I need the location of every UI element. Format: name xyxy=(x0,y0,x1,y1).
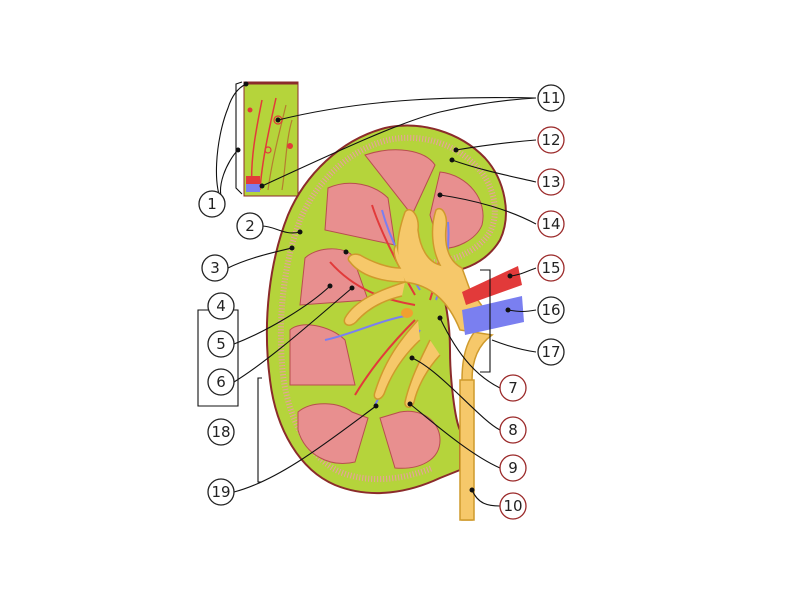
callout-label-7: 7 xyxy=(508,379,518,397)
callout-17: 17 xyxy=(537,338,565,366)
callout-label-17: 17 xyxy=(541,343,560,361)
callout-label-1: 1 xyxy=(207,195,217,213)
callout-label-15: 15 xyxy=(541,259,560,277)
callout-9: 9 xyxy=(499,454,527,482)
callout-label-11: 11 xyxy=(541,89,560,107)
leader-dots xyxy=(235,81,513,493)
callout-label-16: 16 xyxy=(541,301,560,319)
callout-1: 1 xyxy=(198,190,226,218)
renal-artery xyxy=(462,266,522,305)
callout-label-9: 9 xyxy=(508,459,518,477)
nephron-inset xyxy=(243,81,299,197)
callout-8: 8 xyxy=(499,416,527,444)
callout-label-19: 19 xyxy=(211,483,230,501)
ureter xyxy=(459,379,475,521)
callout-6: 6 xyxy=(207,368,235,396)
callout-2: 2 xyxy=(236,212,264,240)
callout-label-18: 18 xyxy=(211,423,230,441)
callout-label-2: 2 xyxy=(245,217,255,235)
callout-5: 5 xyxy=(207,330,235,358)
callout-3: 3 xyxy=(201,254,229,282)
callout-label-12: 12 xyxy=(541,131,560,149)
callout-label-3: 3 xyxy=(210,259,220,277)
callout-label-4: 4 xyxy=(216,297,226,315)
callout-4: 4 xyxy=(207,292,235,320)
callout-label-5: 5 xyxy=(216,335,226,353)
callout-label-10: 10 xyxy=(503,497,522,515)
callout-14: 14 xyxy=(537,210,565,238)
callout-19: 19 xyxy=(207,478,235,506)
callout-7: 7 xyxy=(499,374,527,402)
callout-label-8: 8 xyxy=(508,421,518,439)
callout-11: 11 xyxy=(537,84,565,112)
callout-16: 16 xyxy=(537,296,565,324)
callout-label-6: 6 xyxy=(216,373,226,391)
callout-label-13: 13 xyxy=(541,173,560,191)
renal-vein xyxy=(462,296,524,335)
callout-18: 18 xyxy=(207,418,235,446)
leader-lines xyxy=(215,83,537,507)
kidney xyxy=(265,124,524,521)
callout-15: 15 xyxy=(537,254,565,282)
callout-13: 13 xyxy=(537,168,565,196)
callout-12: 12 xyxy=(537,126,565,154)
callout-10: 10 xyxy=(499,492,527,520)
callouts: 1 2 3 4 5 6 7 8 9 10 11 12 13 14 15 16 1… xyxy=(198,84,565,520)
renal-pyramids xyxy=(289,149,484,469)
callout-label-14: 14 xyxy=(541,215,560,233)
